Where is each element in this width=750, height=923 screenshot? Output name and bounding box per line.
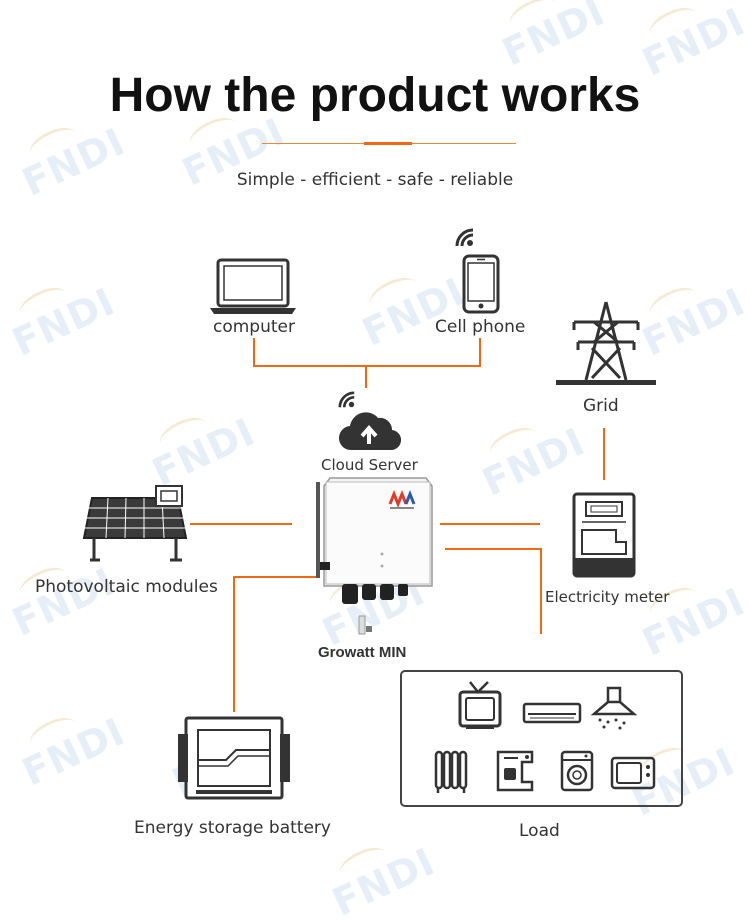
- air-conditioner-icon: [522, 702, 582, 724]
- battery-label: Energy storage battery: [134, 818, 331, 838]
- heater-icon: [434, 750, 468, 793]
- battery-icon: [178, 716, 290, 800]
- computer-label: computer: [213, 317, 295, 337]
- inverter-label: Growatt MIN: [318, 644, 407, 661]
- smartphone-icon: [462, 254, 500, 314]
- wifi-icon: [455, 228, 474, 247]
- page-subtitle: Simple - efficient - safe - reliable: [236, 170, 514, 190]
- tv-icon: [458, 681, 502, 729]
- wifi-icon: [338, 391, 355, 408]
- load-group: [400, 670, 683, 807]
- photovoltaic-label: Photovoltaic modules: [35, 577, 218, 597]
- cloud-upload-icon: [338, 412, 402, 451]
- laptop-icon: [210, 258, 296, 314]
- power-tower-icon: [556, 301, 656, 385]
- washing-machine-icon: [560, 750, 594, 792]
- connector-battery-inverter: [233, 576, 316, 712]
- grid-label: Grid: [583, 396, 619, 416]
- connector-computer-phone: [253, 338, 481, 367]
- range-hood-icon: [590, 686, 638, 730]
- connector-inverter-load: [445, 548, 542, 634]
- cloud-server-label: Cloud Server: [321, 456, 418, 474]
- microwave-icon: [610, 756, 656, 790]
- solar-panel-icon: [82, 485, 188, 562]
- load-label: Load: [519, 821, 560, 841]
- inverter-icon: [316, 477, 433, 635]
- cell-phone-label: Cell phone: [435, 317, 526, 337]
- coffee-machine-icon: [496, 750, 534, 792]
- electricity-meter-icon: [572, 492, 636, 578]
- electricity-meter-label: Electricity meter: [545, 588, 670, 606]
- title-divider-accent: [364, 142, 412, 145]
- page-title: How the product works: [109, 69, 641, 122]
